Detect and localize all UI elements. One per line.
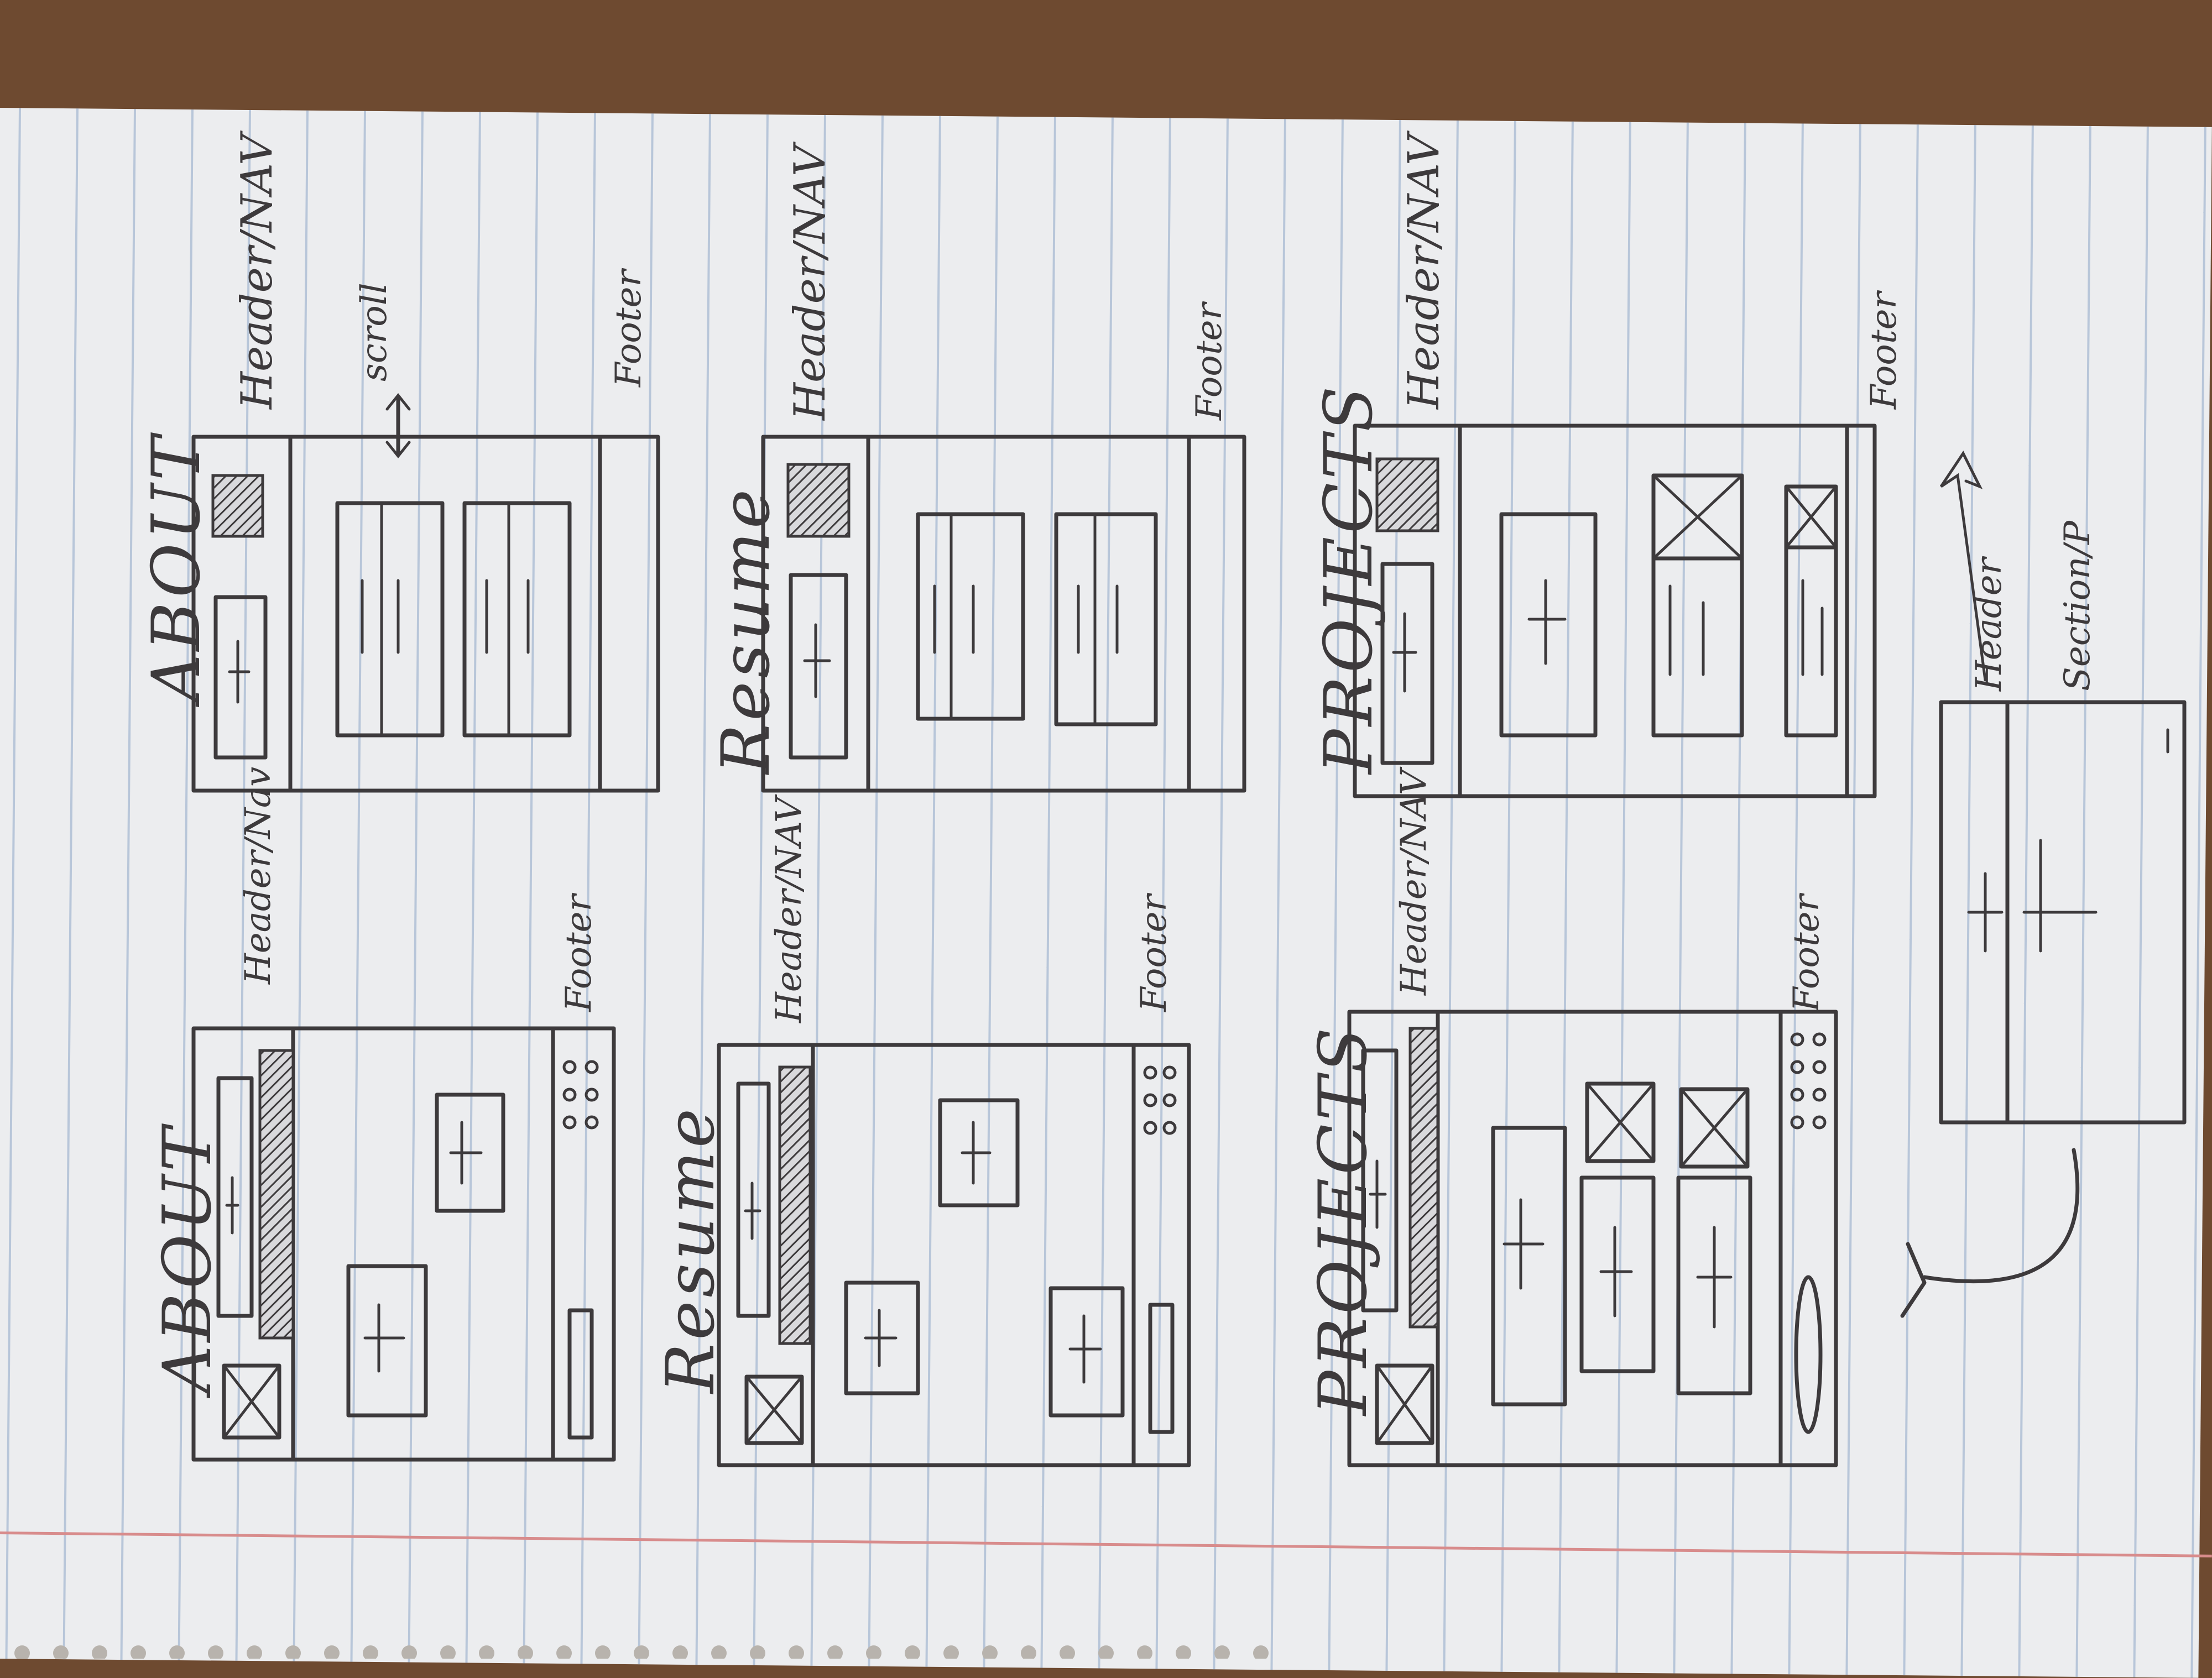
content-card-1 <box>916 512 1025 721</box>
page-title: Resume <box>708 485 785 774</box>
footer-bar <box>1148 1303 1175 1434</box>
sketch-projects-desktop <box>1353 424 1877 798</box>
sketch-projects-mobile <box>1347 1010 1838 1467</box>
footer-label: Footer <box>1864 291 1905 409</box>
menu-icon-hatched <box>211 474 264 538</box>
image-placeholder-1 <box>1585 1081 1656 1163</box>
sketch-resume-mobile <box>717 1043 1191 1467</box>
page-title: PROJECTS <box>1311 383 1387 774</box>
content-block-2 <box>1579 1175 1656 1373</box>
nav-bar-hatched <box>1408 1027 1439 1329</box>
nav-bar-hatched <box>778 1065 812 1345</box>
logo-image-placeholder <box>222 1363 281 1440</box>
footer-label: Footer <box>608 269 649 387</box>
footer-label: Footer <box>559 894 599 1012</box>
sketch-resume-desktop <box>761 435 1246 793</box>
content-card-1 <box>1499 512 1598 738</box>
content-card-3 <box>1784 545 1838 738</box>
title-text-block <box>736 1081 771 1318</box>
logo-image-placeholder <box>744 1374 804 1445</box>
content-card-2 <box>1651 556 1744 738</box>
scroll-note: scroll <box>354 283 395 381</box>
header-label: Header/Nav <box>238 766 279 984</box>
content-block-2 <box>435 1092 505 1213</box>
content-block-1 <box>1491 1126 1567 1407</box>
menu-icon-hatched <box>786 463 851 538</box>
content-card-2 <box>462 501 572 738</box>
page-title: PROJECTS <box>1305 1024 1382 1415</box>
content-block-3 <box>1676 1175 1752 1395</box>
binding-holes <box>14 1645 1269 1659</box>
header-label: Header/NAV <box>769 797 810 1023</box>
content-block-3 <box>1048 1286 1125 1418</box>
curved-arrow <box>1922 1148 2080 1283</box>
content-block-1 <box>346 1264 428 1418</box>
title-text-block <box>213 595 268 760</box>
sketch-about-mobile <box>191 1026 616 1462</box>
image-placeholder-2 <box>1679 1087 1750 1169</box>
content-block-1 <box>844 1280 920 1395</box>
nav-bar-hatched <box>258 1049 295 1340</box>
title-text-block <box>789 573 848 760</box>
header-label: Header/NAV <box>785 145 835 420</box>
footer-label: Footer <box>1786 894 1827 1012</box>
content-card-1 <box>335 501 445 738</box>
menu-icon-hatched <box>1375 457 1439 532</box>
legend-header-label: Header <box>1969 557 2010 691</box>
title-text-block <box>1380 562 1434 765</box>
page-title: ABOUT <box>149 1124 226 1393</box>
footer-bar <box>567 1308 594 1440</box>
title-text-block <box>216 1076 254 1318</box>
page-title: ABOUT <box>138 433 215 702</box>
footer-bar <box>1794 1275 1823 1434</box>
footer-label: Footer <box>1134 894 1175 1012</box>
page-title: Resume <box>653 1105 729 1393</box>
title-text-block <box>1361 1048 1399 1313</box>
legend-section-label: Section/P <box>2057 520 2098 691</box>
content-block-2 <box>938 1098 1020 1207</box>
sketch-about-desktop <box>191 393 660 793</box>
header-label: Header/NAV <box>232 134 282 409</box>
header-label: Header/NAV <box>1399 134 1449 409</box>
legend-sketch <box>1900 451 2187 1318</box>
content-card-2 <box>1054 512 1158 726</box>
header-label: Header/NAV <box>1394 769 1434 995</box>
footer-label: Footer <box>1189 302 1230 420</box>
logo-image-placeholder <box>1375 1363 1434 1445</box>
